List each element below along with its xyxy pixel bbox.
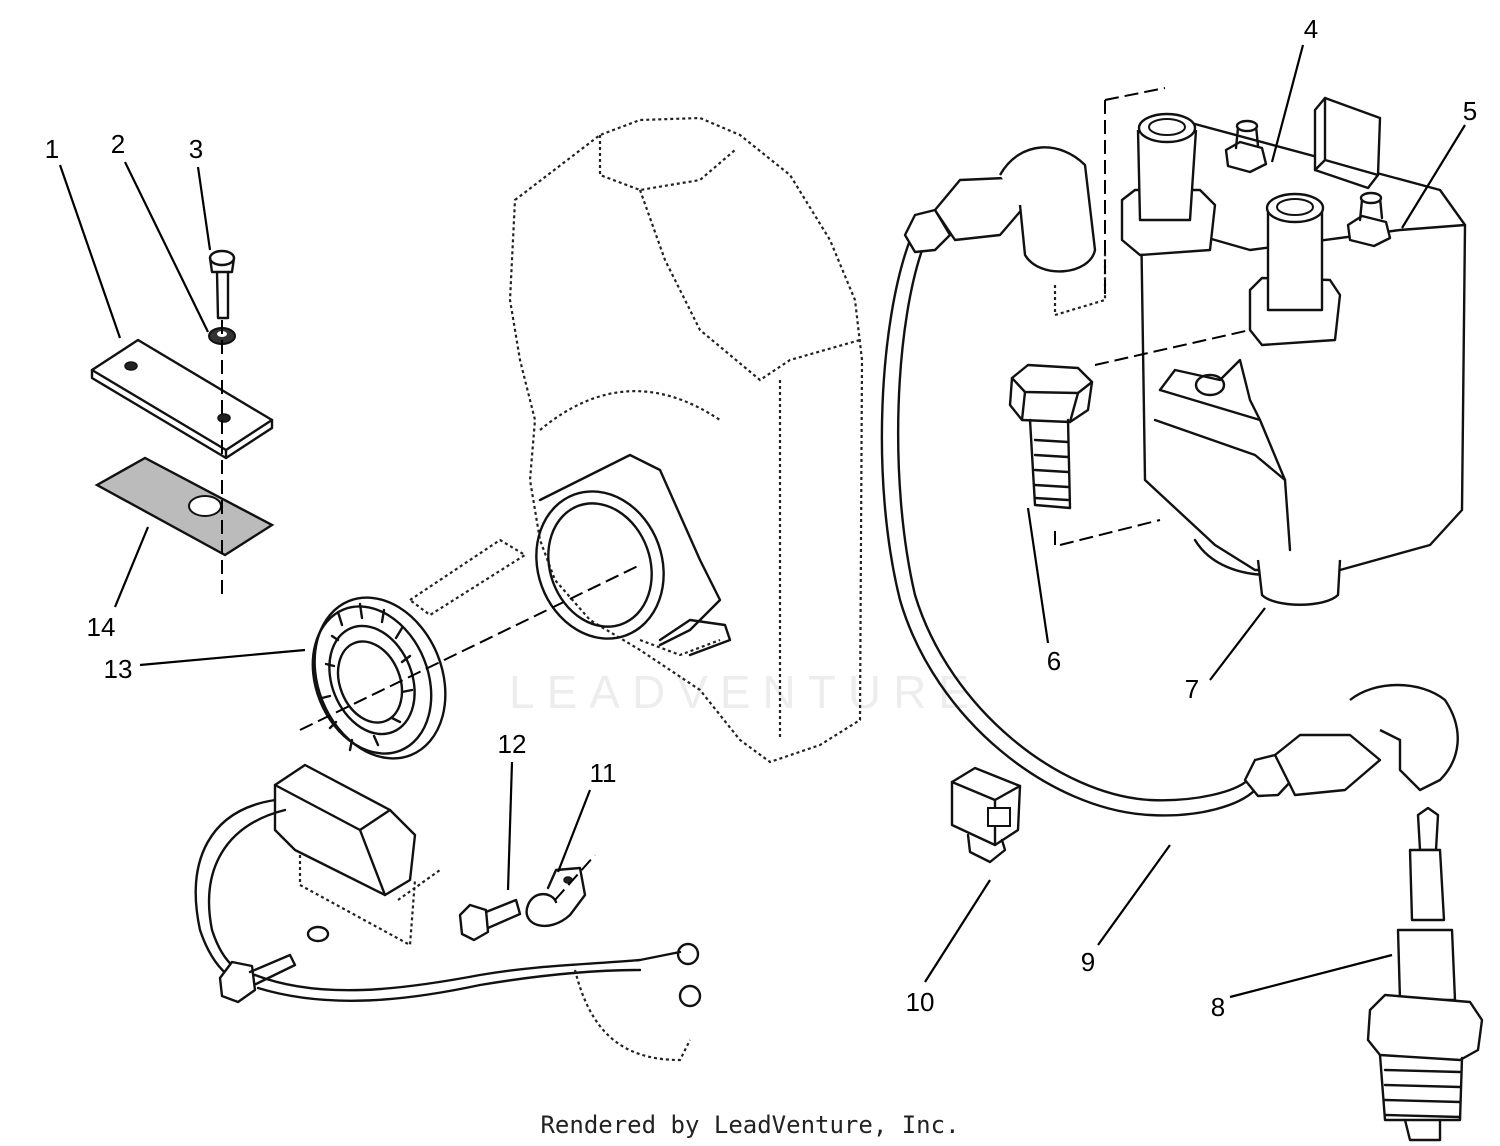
callout-9: 9: [1081, 947, 1095, 977]
coil-terminal-left: [1120, 112, 1217, 257]
assembly-lines: [221, 87, 1251, 901]
callout-13: 13: [104, 654, 133, 684]
part-13-seal: [311, 596, 447, 760]
ignition-module: [194, 763, 702, 1062]
callout-7: 7: [1185, 674, 1199, 704]
watermark: LEADVENTURE: [509, 666, 981, 718]
callout-6: 6: [1047, 646, 1061, 676]
callout-3: 3: [189, 134, 203, 164]
part-10-connector: [950, 766, 1022, 864]
callout-1: 1: [45, 134, 59, 164]
part-9-ignition-lead: [880, 146, 1459, 817]
callout-10: 10: [906, 987, 935, 1017]
footer-credit: Rendered by LeadVenture, Inc.: [540, 1111, 959, 1139]
callout-4: 4: [1304, 14, 1318, 44]
callout-2: 2: [111, 129, 125, 159]
part-1-plate: [90, 338, 274, 460]
callouts: 1 2 3 4 5 6 7 8 9 10 11 12 13 14: [45, 14, 1477, 1022]
callout-5: 5: [1463, 96, 1477, 126]
part-14-gasket: [94, 456, 275, 557]
part-12-screw: [458, 898, 522, 942]
callout-14: 14: [87, 612, 116, 642]
part-3-screw: [208, 249, 236, 320]
callout-11: 11: [590, 758, 617, 788]
coil-terminal-right: [1248, 192, 1342, 347]
callout-8: 8: [1211, 992, 1225, 1022]
bearing-collar: [408, 453, 732, 657]
part-8-spark-plug: [1366, 806, 1484, 1142]
coil-tab: [1313, 96, 1382, 190]
part-7-base: [1256, 559, 1342, 606]
callout-12: 12: [498, 729, 527, 759]
blower-housing: [508, 116, 864, 764]
part-4-terminal-nut: [1224, 119, 1392, 248]
leader-lines: [58, 44, 1466, 999]
part-6-bolt: [1008, 363, 1094, 510]
